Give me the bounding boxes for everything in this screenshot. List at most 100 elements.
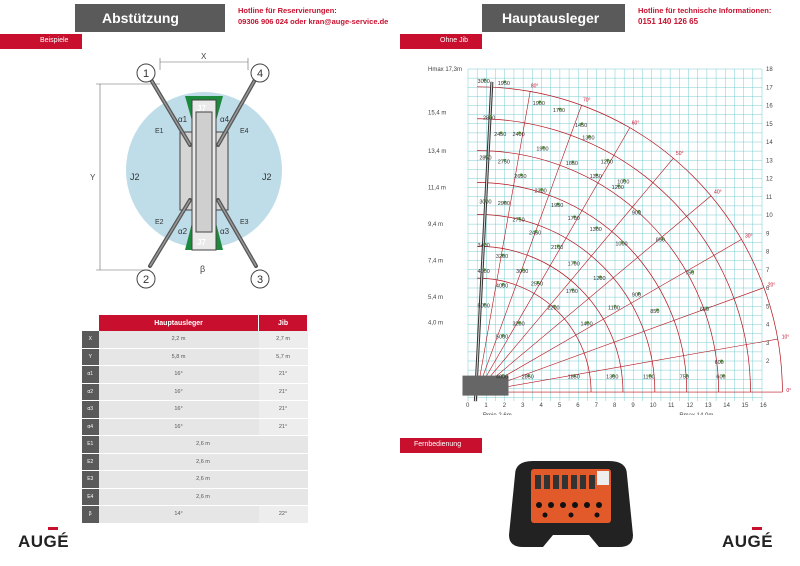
row-value-main-boom: 5,8 m bbox=[98, 348, 259, 366]
load-label: 1950 bbox=[498, 81, 510, 87]
load-label: 600 bbox=[716, 375, 725, 381]
x-tick-label: 0 bbox=[466, 403, 470, 409]
row-value: 2,6 m bbox=[98, 435, 308, 454]
x-tick-label: 1 bbox=[484, 403, 488, 409]
x-tick-label: 2 bbox=[503, 403, 507, 409]
row-key: Y bbox=[82, 348, 99, 366]
hotline-label: Hotline für technische Informationen: bbox=[638, 6, 772, 15]
angle-label: 80° bbox=[531, 84, 539, 90]
angle-label: 10° bbox=[782, 334, 790, 340]
angle-label: 40° bbox=[714, 189, 722, 195]
load-point bbox=[517, 217, 521, 221]
dimension-lines bbox=[96, 58, 249, 271]
row-value: 2,6 m bbox=[98, 488, 308, 506]
load-label: 3000 bbox=[479, 199, 491, 205]
load-point bbox=[552, 304, 556, 308]
load-label: 2200 bbox=[547, 305, 559, 311]
load-label: 1900 bbox=[533, 101, 545, 107]
load-label: 750 bbox=[680, 375, 689, 381]
load-point bbox=[580, 122, 584, 126]
y-tick-label: 18 bbox=[766, 67, 773, 73]
x-tick-label: 8 bbox=[613, 403, 617, 409]
hotline-label: Hotline für Reservierungen: bbox=[238, 6, 337, 15]
hotline-value[interactable]: 0151 140 126 65 bbox=[638, 17, 699, 26]
x-tick-label: 6 bbox=[576, 403, 580, 409]
remote-section-label: Fernbedienung bbox=[414, 441, 462, 448]
x-tick-label: 4 bbox=[540, 403, 544, 409]
load-point bbox=[587, 135, 591, 139]
load-point bbox=[655, 308, 659, 312]
y-tick-label: 8 bbox=[766, 250, 770, 256]
load-label: 2300 bbox=[535, 188, 547, 194]
zone-j7-top: J7 bbox=[197, 104, 206, 113]
radius-arc bbox=[477, 150, 719, 393]
header-bar bbox=[482, 4, 625, 32]
load-label: 850 bbox=[650, 309, 659, 315]
remote-section-strip bbox=[400, 438, 482, 453]
section-strip bbox=[0, 34, 82, 49]
angle-label: 20° bbox=[768, 282, 776, 288]
load-point bbox=[556, 244, 560, 248]
auge-logo: AUGÉ bbox=[18, 527, 69, 552]
load-label: 1300 bbox=[606, 375, 618, 381]
boom-length-label: 7,4 m bbox=[428, 258, 443, 264]
crane-chassis bbox=[462, 375, 509, 396]
x-tick-label: 9 bbox=[631, 403, 635, 409]
row-value-main-boom: 16° bbox=[98, 418, 259, 436]
leg-4-number: 4 bbox=[257, 68, 263, 80]
r-max-label: Rmax 14,0m bbox=[679, 413, 713, 415]
row-value-jib: 21° bbox=[258, 400, 308, 419]
row-value-main-boom: 16° bbox=[98, 383, 259, 401]
load-point bbox=[484, 155, 488, 159]
load-label: 2650 bbox=[514, 174, 526, 180]
row-value-main-boom: 14° bbox=[98, 505, 259, 524]
load-label: 1700 bbox=[568, 261, 580, 267]
leg-2-badge bbox=[136, 269, 156, 289]
row-value-jib: 21° bbox=[258, 365, 308, 384]
alpha3-label: α3 bbox=[220, 227, 230, 236]
row-key: α4 bbox=[82, 418, 99, 436]
e2-label: E2 bbox=[155, 219, 164, 226]
x-tick-label: 7 bbox=[595, 403, 599, 409]
section-label: Beispiele bbox=[40, 37, 69, 44]
hotline-value[interactable]: 09306 906 024 oder kran@auge-service.de bbox=[238, 17, 389, 26]
zone-j2-left: J2 bbox=[130, 172, 140, 182]
boom-length-label: 15,4 m bbox=[428, 111, 446, 117]
load-label: 1700 bbox=[566, 289, 578, 295]
y-tick-label: 13 bbox=[766, 158, 773, 164]
radius-arc bbox=[477, 245, 624, 393]
y-tick-label: 3 bbox=[766, 341, 770, 347]
load-point bbox=[611, 374, 615, 378]
load-point bbox=[521, 268, 525, 272]
load-label: 850 bbox=[656, 238, 665, 244]
load-point bbox=[721, 374, 725, 378]
radius-arc bbox=[477, 182, 688, 393]
boom-length-label: 9,4 m bbox=[428, 222, 443, 228]
load-point bbox=[585, 321, 589, 325]
load-point bbox=[501, 253, 505, 257]
header-bar bbox=[75, 4, 225, 32]
section-label: Ohne Jib bbox=[440, 37, 469, 44]
load-point bbox=[501, 374, 505, 378]
row-value-main-boom: 16° bbox=[98, 365, 259, 384]
col-header-main-boom: Hauptausleger bbox=[98, 315, 260, 331]
alpha1-label: α1 bbox=[178, 115, 188, 124]
load-point bbox=[620, 240, 624, 244]
load-point bbox=[483, 302, 487, 306]
boom-inner bbox=[474, 81, 493, 402]
load-point bbox=[685, 374, 689, 378]
h-max-label: Hmax 17,3m bbox=[428, 67, 462, 73]
x-tick-label: 3 bbox=[521, 403, 525, 409]
angle-ray bbox=[476, 195, 712, 393]
leg-1-number: 1 bbox=[143, 68, 149, 80]
load-point bbox=[573, 215, 577, 219]
load-label: 4000 bbox=[496, 283, 508, 289]
boom-length-label: 5,4 m bbox=[428, 295, 443, 301]
